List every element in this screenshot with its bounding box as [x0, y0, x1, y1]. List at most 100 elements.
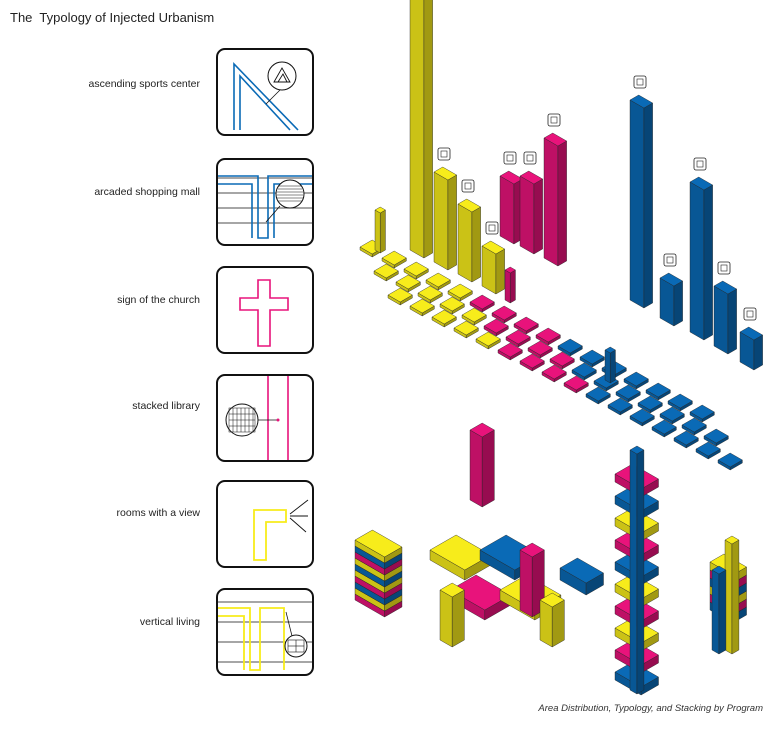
floor-tile	[623, 371, 649, 387]
floor-tile	[607, 397, 633, 413]
cluster-block	[439, 589, 453, 648]
cluster-block	[551, 599, 565, 648]
floor-tile	[519, 353, 545, 369]
program-bar	[504, 269, 511, 304]
program-icon	[485, 221, 499, 235]
floor-tile	[585, 386, 611, 402]
floor-tile	[403, 261, 429, 277]
stacked-goods-icon	[277, 185, 303, 202]
floor-tile	[387, 287, 413, 303]
mountain-icon	[273, 67, 291, 83]
program-bar	[604, 346, 616, 354]
floor-tile	[645, 382, 671, 398]
floor-tile	[469, 294, 495, 310]
floor-tile	[431, 309, 457, 325]
label-ascending-sports-center: ascending sports center	[88, 78, 200, 90]
view-rays-icon	[289, 499, 309, 533]
floor-tile	[549, 351, 575, 367]
program-bar	[739, 326, 764, 341]
program-icon-glyph	[636, 78, 644, 86]
cluster-block	[559, 557, 604, 584]
program-bar	[499, 175, 515, 245]
small-stack-core	[711, 565, 727, 575]
program-icon-glyph	[464, 182, 472, 190]
program-bar	[495, 248, 505, 295]
program-icon	[523, 151, 537, 165]
program-bar	[557, 140, 567, 267]
program-bar	[629, 99, 645, 309]
program-icon	[717, 261, 731, 275]
cross-icon	[239, 279, 289, 347]
panel-arcaded-shopping-mall	[216, 158, 314, 246]
panel-ascending-sports-center	[216, 48, 314, 136]
floor-tile	[417, 285, 443, 301]
program-icon	[547, 113, 561, 127]
floor-tile	[425, 272, 451, 288]
floor-tile	[541, 364, 567, 380]
panel-rooms-with-a-view	[216, 480, 314, 568]
floor-tile	[615, 384, 641, 400]
floor-tile	[557, 338, 583, 354]
program-icon	[503, 151, 517, 165]
program-bar	[610, 349, 616, 384]
program-icon-glyph	[550, 116, 558, 124]
program-icon	[743, 307, 757, 321]
panel-sign-of-the-church	[216, 266, 314, 354]
cluster-block	[519, 549, 533, 618]
program-bar	[457, 198, 482, 213]
stacking-models	[354, 422, 747, 696]
program-bar	[533, 178, 543, 255]
label-stacked-library: stacked library	[132, 400, 200, 412]
label-arcaded-shopping-mall: arcaded shopping mall	[94, 186, 200, 198]
floor-tile	[505, 329, 531, 345]
program-bar	[543, 132, 568, 147]
label-vertical-living: vertical living	[139, 616, 200, 628]
program-bar	[689, 181, 705, 341]
program-bar	[433, 166, 458, 181]
floor-tile	[395, 274, 421, 290]
floor-tile	[409, 298, 435, 314]
program-bar	[673, 280, 683, 327]
diagram-caption: Area Distribution, Typology, and Stackin…	[538, 703, 763, 714]
cluster-block	[539, 599, 553, 648]
floor-tile	[381, 250, 407, 266]
program-icon	[437, 147, 451, 161]
program-bar	[703, 184, 713, 341]
small-stack-core	[731, 539, 740, 655]
floor-tile	[563, 375, 589, 391]
program-bar	[689, 176, 714, 191]
small-stack-core	[724, 535, 740, 545]
floor-tile	[513, 316, 539, 332]
program-bar	[519, 170, 544, 185]
program-icon-glyph	[696, 160, 704, 168]
cluster-block	[451, 589, 465, 648]
program-icon	[663, 253, 677, 267]
floor-tile	[695, 441, 721, 457]
floor-tile	[439, 296, 465, 312]
cluster-block	[539, 592, 565, 608]
floor-tile	[497, 342, 523, 358]
program-bar	[374, 206, 386, 214]
program-bar	[481, 240, 506, 255]
program-bar	[374, 209, 381, 254]
program-icon-glyph	[506, 154, 514, 162]
program-bar	[713, 285, 729, 355]
program-icon	[633, 75, 647, 89]
floor-tile	[673, 430, 699, 446]
program-bar	[423, 0, 433, 259]
floor-tile	[659, 406, 685, 422]
tower-core	[629, 449, 638, 695]
page-title: The Typology of Injected Urbanism	[10, 10, 215, 25]
floor-tile	[535, 327, 561, 343]
floor-tile	[491, 305, 517, 321]
floor-tile	[527, 340, 553, 356]
floor-tile	[689, 404, 715, 420]
program-bar	[659, 277, 675, 327]
panel-stacked-library	[216, 374, 314, 462]
program-icon-glyph	[720, 264, 728, 272]
floor-tile	[461, 307, 487, 323]
layered-block	[354, 529, 403, 558]
program-icon-glyph	[666, 256, 674, 264]
program-bar	[433, 171, 449, 271]
program-bar	[604, 349, 611, 384]
